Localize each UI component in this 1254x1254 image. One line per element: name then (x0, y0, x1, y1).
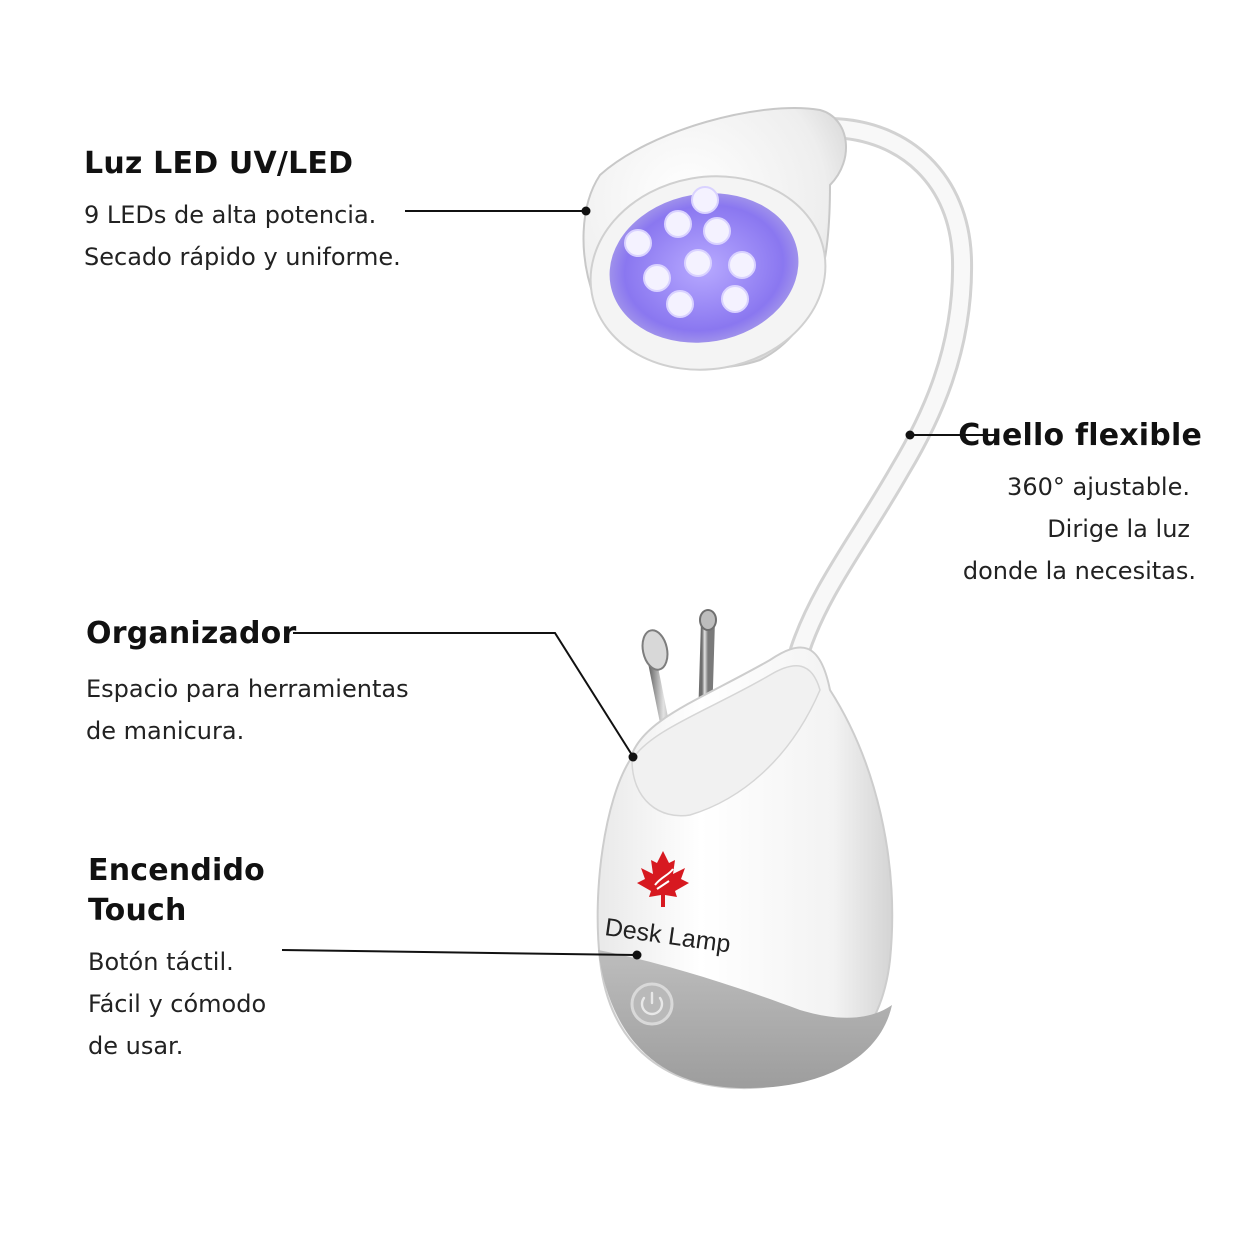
flexible-neck[interactable] (789, 117, 974, 661)
feature-title-organizer: Organizador (86, 616, 297, 651)
feature-desc-organizer: Espacio para herramientas de manicura. (86, 668, 409, 752)
lamp-head[interactable] (575, 107, 847, 388)
title-line: Encendido (88, 853, 265, 888)
feature-flexible-neck: Cuello flexible 360° ajustable. Dirige l… (958, 416, 1202, 592)
led-dot (728, 251, 756, 279)
led-array (624, 186, 756, 318)
led-dot (691, 186, 719, 214)
title-line: Touch (88, 893, 187, 928)
feature-line: 9 LEDs de alta potencia. (84, 201, 377, 229)
led-dot (664, 210, 692, 238)
feature-line: de usar. (88, 1032, 184, 1060)
feature-touch-power: Encendido Touch Botón táctil. Fácil y có… (88, 851, 266, 1067)
touch-power-button[interactable] (630, 982, 674, 1026)
feature-line: donde la necesitas. (962, 557, 1196, 585)
feature-title-neck: Cuello flexible (958, 418, 1202, 453)
feature-line: 360° ajustable. (1007, 473, 1190, 501)
feature-line: Botón táctil. (88, 948, 234, 976)
feature-line: Secado rápido y uniforme. (84, 243, 401, 271)
feature-desc-neck: 360° ajustable. Dirige la luz donde la n… (958, 466, 1202, 592)
led-dot (703, 217, 731, 245)
feature-line: de manicura. (86, 717, 245, 745)
feature-line: Fácil y cómodo (88, 990, 267, 1018)
feature-line: Espacio para herramientas (86, 675, 409, 703)
led-dot (721, 285, 749, 313)
feature-title-led: Luz LED UV/LED (84, 146, 354, 181)
feature-title-touch: Encendido Touch (88, 851, 266, 931)
organizer-pot[interactable]: Desk Lamp (596, 646, 894, 1090)
led-dot (643, 264, 671, 292)
feature-desc-led: 9 LEDs de alta potencia. Secado rápido y… (84, 194, 401, 278)
led-dot (684, 249, 712, 277)
feature-organizer: Organizador Espacio para herramientas de… (86, 614, 409, 752)
led-dot (666, 290, 694, 318)
feature-desc-touch: Botón táctil. Fácil y cómodo de usar. (88, 941, 266, 1067)
feature-line: Dirige la luz (1047, 515, 1190, 543)
feature-uv-led: Luz LED UV/LED 9 LEDs de alta potencia. … (84, 144, 401, 278)
maple-leaf-logo (637, 851, 689, 907)
callout-lines (281, 206, 995, 960)
led-dot (624, 229, 652, 257)
